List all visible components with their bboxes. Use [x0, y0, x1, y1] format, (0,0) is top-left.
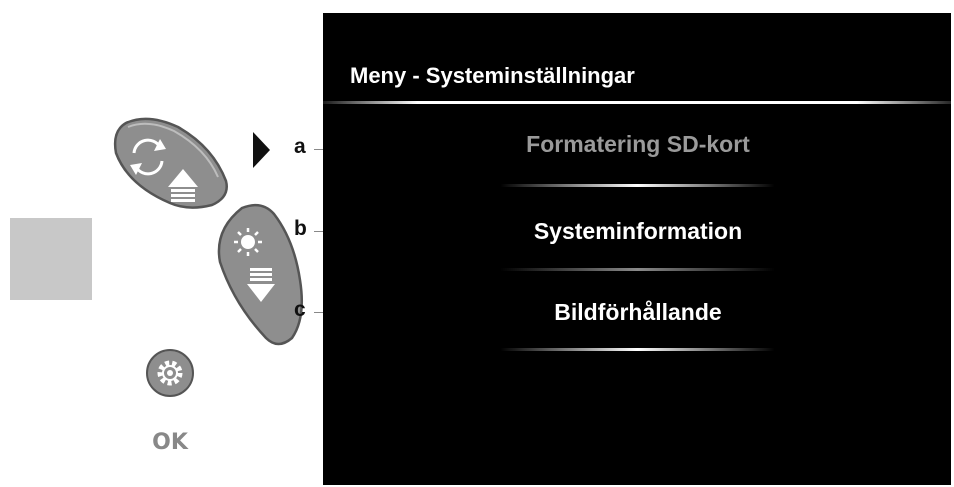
- menu-separator: [500, 268, 775, 271]
- menu-separator: [500, 348, 775, 351]
- menu-item-system-info[interactable]: Systeminformation: [533, 218, 743, 244]
- menu-separator: [500, 184, 775, 187]
- callout-letter: c: [294, 298, 306, 321]
- gear-icon: [157, 360, 183, 386]
- callout-letter: a: [294, 135, 306, 158]
- device-screen: Meny - Systeminställningar Formatering S…: [323, 13, 951, 485]
- menu-item-format-sd[interactable]: Formatering SD-kort: [526, 131, 750, 157]
- rotate-up-button[interactable]: [108, 113, 230, 213]
- arrow-up-icon: [168, 169, 198, 202]
- ok-label: OK: [152, 430, 188, 455]
- callout-letter: b: [294, 217, 307, 240]
- brightness-icon: [234, 228, 262, 256]
- arrow-down-icon: [247, 268, 275, 302]
- rotate-icon: [130, 138, 166, 176]
- title-divider: [323, 101, 951, 104]
- selection-pointer-icon: [253, 132, 270, 168]
- brightness-down-button[interactable]: [212, 200, 308, 350]
- menu-item-aspect-ratio[interactable]: Bildförhållande: [554, 299, 722, 325]
- image-placeholder: [10, 218, 92, 300]
- ok-button[interactable]: [145, 348, 195, 398]
- screen-title: Meny - Systeminställningar: [350, 63, 635, 88]
